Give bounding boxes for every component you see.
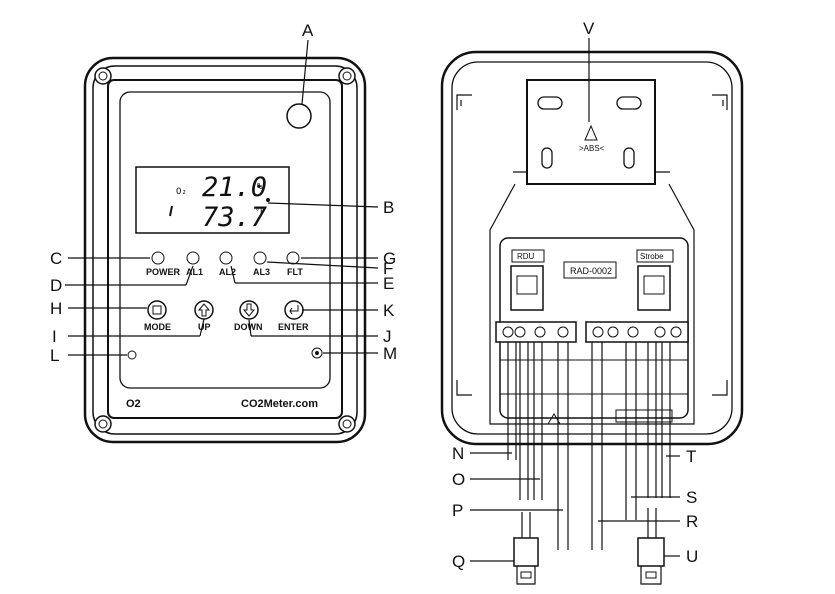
callout-h: H: [50, 299, 62, 318]
lcd-temp-unit: °F: [255, 207, 265, 216]
panel-screw-left: [127, 350, 137, 360]
led-label-flt: FLT: [287, 267, 303, 277]
lcd-temp-value: 73.7: [202, 202, 267, 233]
callout-u: U: [686, 547, 698, 566]
button-label-mode: MODE: [144, 322, 171, 332]
light-sensor: [286, 103, 312, 129]
terminal-block-right: [585, 321, 689, 343]
enter-button[interactable]: [284, 300, 304, 320]
front-callout-lines: [65, 39, 379, 356]
callout-j: J: [383, 327, 392, 346]
mode-button[interactable]: [147, 300, 167, 320]
led-al1: [186, 251, 200, 265]
callout-f: F: [383, 259, 393, 278]
up-button[interactable]: [194, 300, 214, 320]
corner-screw: [338, 415, 356, 433]
callout-n: N: [452, 444, 464, 463]
back-callout-lines: [470, 38, 680, 562]
rj-plug-u: [637, 537, 665, 585]
callout-a: A: [302, 21, 314, 40]
callout-s: S: [686, 488, 697, 507]
led-al2: [219, 251, 233, 265]
rdu-jack: [510, 265, 544, 311]
callout-l: L: [50, 346, 59, 365]
down-button[interactable]: [239, 300, 259, 320]
front-footer-gas: O2: [126, 398, 141, 410]
button-label-enter: ENTER: [278, 322, 309, 332]
led-label-al1: AL1: [186, 267, 203, 277]
connector-label-strobe: Strobe: [640, 252, 664, 261]
callout-d: D: [50, 276, 62, 295]
corner-screw: [94, 415, 112, 433]
callout-g: G: [383, 249, 396, 268]
button-label-up: UP: [198, 322, 211, 332]
callout-letters: A B C D E F G H I J K L M N O P Q R S T …: [50, 19, 698, 571]
led-label-al3: AL3: [253, 267, 270, 277]
mounting-bracket: >ABS<: [513, 79, 670, 185]
callout-e: E: [383, 274, 394, 293]
callout-t: T: [686, 447, 696, 466]
led-al3: [253, 251, 267, 265]
front-unit: O₂ 21.0 % 73.7 °F POWER AL1 AL2 AL3 FLT: [83, 56, 367, 444]
callout-k: K: [383, 301, 395, 320]
led-label-power: POWER: [146, 267, 181, 277]
corner-screw: [338, 67, 356, 85]
terminal-block-left: [495, 321, 577, 343]
corner-screw: [94, 67, 112, 85]
connector-label-rdu: RDU: [517, 252, 535, 261]
lcd-percent-unit: %: [257, 182, 263, 192]
led-power: [151, 251, 165, 265]
strobe-jack: [637, 265, 671, 311]
back-unit: >ABS< RDU RAD-0002 Strobe: [440, 50, 744, 585]
bracket-recycle-mark: >ABS<: [579, 144, 605, 153]
callout-i: I: [52, 327, 57, 346]
rj-plug-q: [513, 537, 539, 585]
led-flt: [286, 251, 300, 265]
model-label: RAD-0002: [570, 266, 612, 276]
cable-bundle: [507, 342, 671, 550]
callout-p: P: [452, 501, 463, 520]
callout-q: Q: [452, 552, 465, 571]
lcd-gas-label: O₂: [176, 187, 187, 197]
lcd-gas-value: 21.0: [202, 172, 267, 203]
led-label-al2: AL2: [219, 267, 236, 277]
callout-r: R: [686, 512, 698, 531]
callout-o: O: [452, 470, 465, 489]
callout-m: M: [383, 344, 397, 363]
front-footer-brand: CO2Meter.com: [241, 398, 318, 410]
callout-b: B: [383, 198, 394, 217]
button-label-down: DOWN: [234, 322, 263, 332]
callout-v: V: [583, 19, 595, 38]
callout-c: C: [50, 249, 62, 268]
warning-icon: [547, 413, 561, 425]
lcd-display: O₂ 21.0 % 73.7 °F: [135, 166, 290, 234]
